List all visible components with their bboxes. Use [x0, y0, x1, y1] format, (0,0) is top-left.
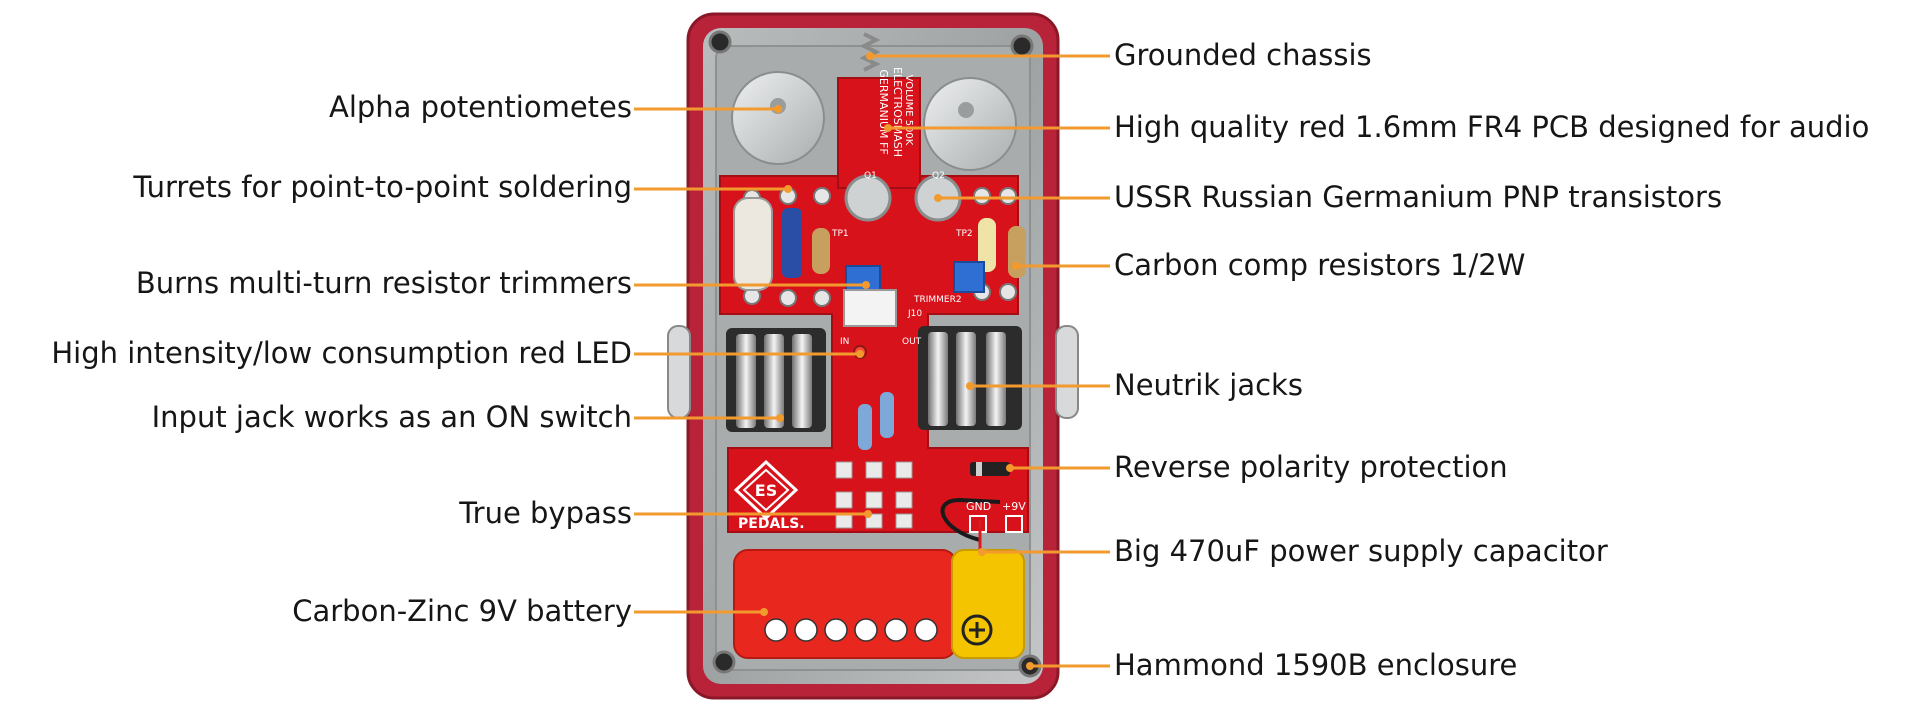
pcb-tp1: TP1	[831, 229, 849, 239]
jack-input	[726, 328, 826, 432]
pcb-q1: Q1	[864, 171, 877, 181]
resistor-left	[812, 228, 830, 274]
pcb-q2: Q2	[932, 171, 945, 181]
pcb-title: GERMANIUM FF	[877, 69, 890, 154]
power-pad	[969, 515, 987, 533]
leader-lines-left	[634, 105, 872, 616]
resistor-right-1	[978, 218, 996, 272]
neck-resistor	[880, 392, 894, 438]
pcb-gnd: GND	[966, 500, 991, 513]
power-pad	[1005, 515, 1023, 533]
battery-body	[733, 549, 957, 659]
callout-transistors: USSR Russian Germanium PNP transistors	[1114, 180, 1723, 214]
callout-battery: Carbon-Zinc 9V battery	[292, 594, 632, 628]
potentiometer-left	[731, 71, 825, 165]
callout-input-jack: Input jack works as an ON switch	[151, 400, 632, 434]
battery-cap	[951, 549, 1025, 659]
pcb-out: OUT	[902, 337, 922, 347]
pcb-j10: J10	[907, 309, 922, 319]
callout-alpha-potentiometers: Alpha potentiometes	[329, 90, 632, 124]
diode-band	[976, 462, 982, 476]
capacitor-tantalum	[733, 197, 773, 291]
pcb-logo: ES	[755, 481, 777, 500]
battery-plus-glyph	[969, 622, 985, 638]
pcb-plus9v: +9V	[1002, 500, 1026, 513]
callout-pcb: High quality red 1.6mm FR4 PCB designed …	[1114, 110, 1870, 144]
pcb-subtitle: ELECTROSMASH	[891, 67, 904, 157]
cap-wire	[940, 497, 1001, 542]
callout-trimmers: Burns multi-turn resistor trimmers	[135, 266, 632, 300]
pcb-brand: PEDALS.	[738, 516, 805, 532]
battery-recycle-icons	[764, 618, 938, 642]
callout-neutrik-jacks: Neutrik jacks	[1114, 368, 1303, 402]
screw-hole-icon	[712, 650, 736, 674]
callout-carbon-resistors: Carbon comp resistors 1/2W	[1114, 248, 1526, 282]
neck-resistor	[858, 404, 872, 450]
pcb-in: IN	[840, 337, 849, 347]
potentiometer-right	[923, 77, 1017, 171]
callout-grounded-chassis: Grounded chassis	[1114, 38, 1372, 72]
bypass-pads	[835, 461, 913, 529]
trimmer-2	[953, 261, 985, 293]
leader-lines-right	[866, 52, 1110, 670]
es-logo-icon	[733, 459, 799, 521]
side-jack-nut	[667, 325, 691, 419]
screw-hole-icon	[1010, 34, 1034, 58]
side-jack-nut	[1055, 325, 1079, 419]
pcb-tp2: TP2	[955, 229, 973, 239]
resistor-right-2	[1008, 226, 1026, 278]
transistor-q1	[844, 174, 892, 222]
pcb-tab	[837, 77, 921, 189]
potentiometer-right-hub	[958, 102, 974, 118]
pcb-volume: VOLUME 500K	[903, 75, 914, 146]
jack-output	[918, 326, 1022, 430]
screw-hole-icon	[708, 30, 732, 54]
power-connector	[843, 289, 897, 327]
callout-reverse-polarity: Reverse polarity protection	[1114, 450, 1508, 484]
pcb-trimmer2: TRIMMER2	[913, 295, 962, 305]
callout-capacitor: Big 470uF power supply capacitor	[1114, 534, 1608, 568]
capacitor-film	[782, 208, 802, 278]
ground-spring	[859, 32, 881, 72]
callout-true-bypass: True bypass	[459, 496, 632, 530]
callout-led: High intensity/low consumption red LED	[51, 336, 632, 370]
callout-enclosure: Hammond 1590B enclosure	[1114, 648, 1518, 682]
callout-turrets: Turrets for point-to-point soldering	[133, 170, 632, 204]
